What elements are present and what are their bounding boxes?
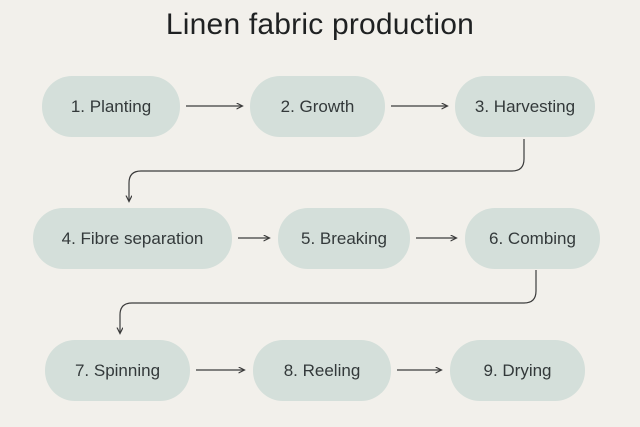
node-breaking: 5. Breaking bbox=[278, 208, 410, 269]
node-growth-label: 2. Growth bbox=[280, 96, 355, 116]
node-reeling: 8. Reeling bbox=[253, 340, 391, 401]
node-harvesting-label: 3. Harvesting bbox=[474, 96, 576, 116]
node-drying-label: 9. Drying bbox=[483, 360, 552, 380]
node-planting-label: 1. Planting bbox=[70, 96, 152, 116]
arrow-harvesting-fibre-separation bbox=[129, 139, 525, 201]
node-reeling-label: 8. Reeling bbox=[283, 360, 361, 380]
diagram-title: Linen fabric production bbox=[165, 8, 475, 41]
node-fibre-separation: 4. Fibre separation bbox=[33, 208, 232, 269]
node-harvesting: 3. Harvesting bbox=[455, 76, 595, 137]
node-breaking-label: 5. Breaking bbox=[301, 228, 387, 248]
node-fibre-separation-label: 4. Fibre separation bbox=[61, 228, 204, 248]
node-combing: 6. Combing bbox=[465, 208, 600, 269]
node-spinning-label: 7. Spinning bbox=[74, 360, 161, 380]
node-combing-label: 6. Combing bbox=[489, 228, 576, 248]
node-drying: 9. Drying bbox=[450, 340, 585, 401]
arrow-combing-spinning bbox=[120, 270, 537, 333]
node-growth: 2. Growth bbox=[250, 76, 385, 137]
node-spinning: 7. Spinning bbox=[45, 340, 190, 401]
node-planting: 1. Planting bbox=[42, 76, 180, 137]
